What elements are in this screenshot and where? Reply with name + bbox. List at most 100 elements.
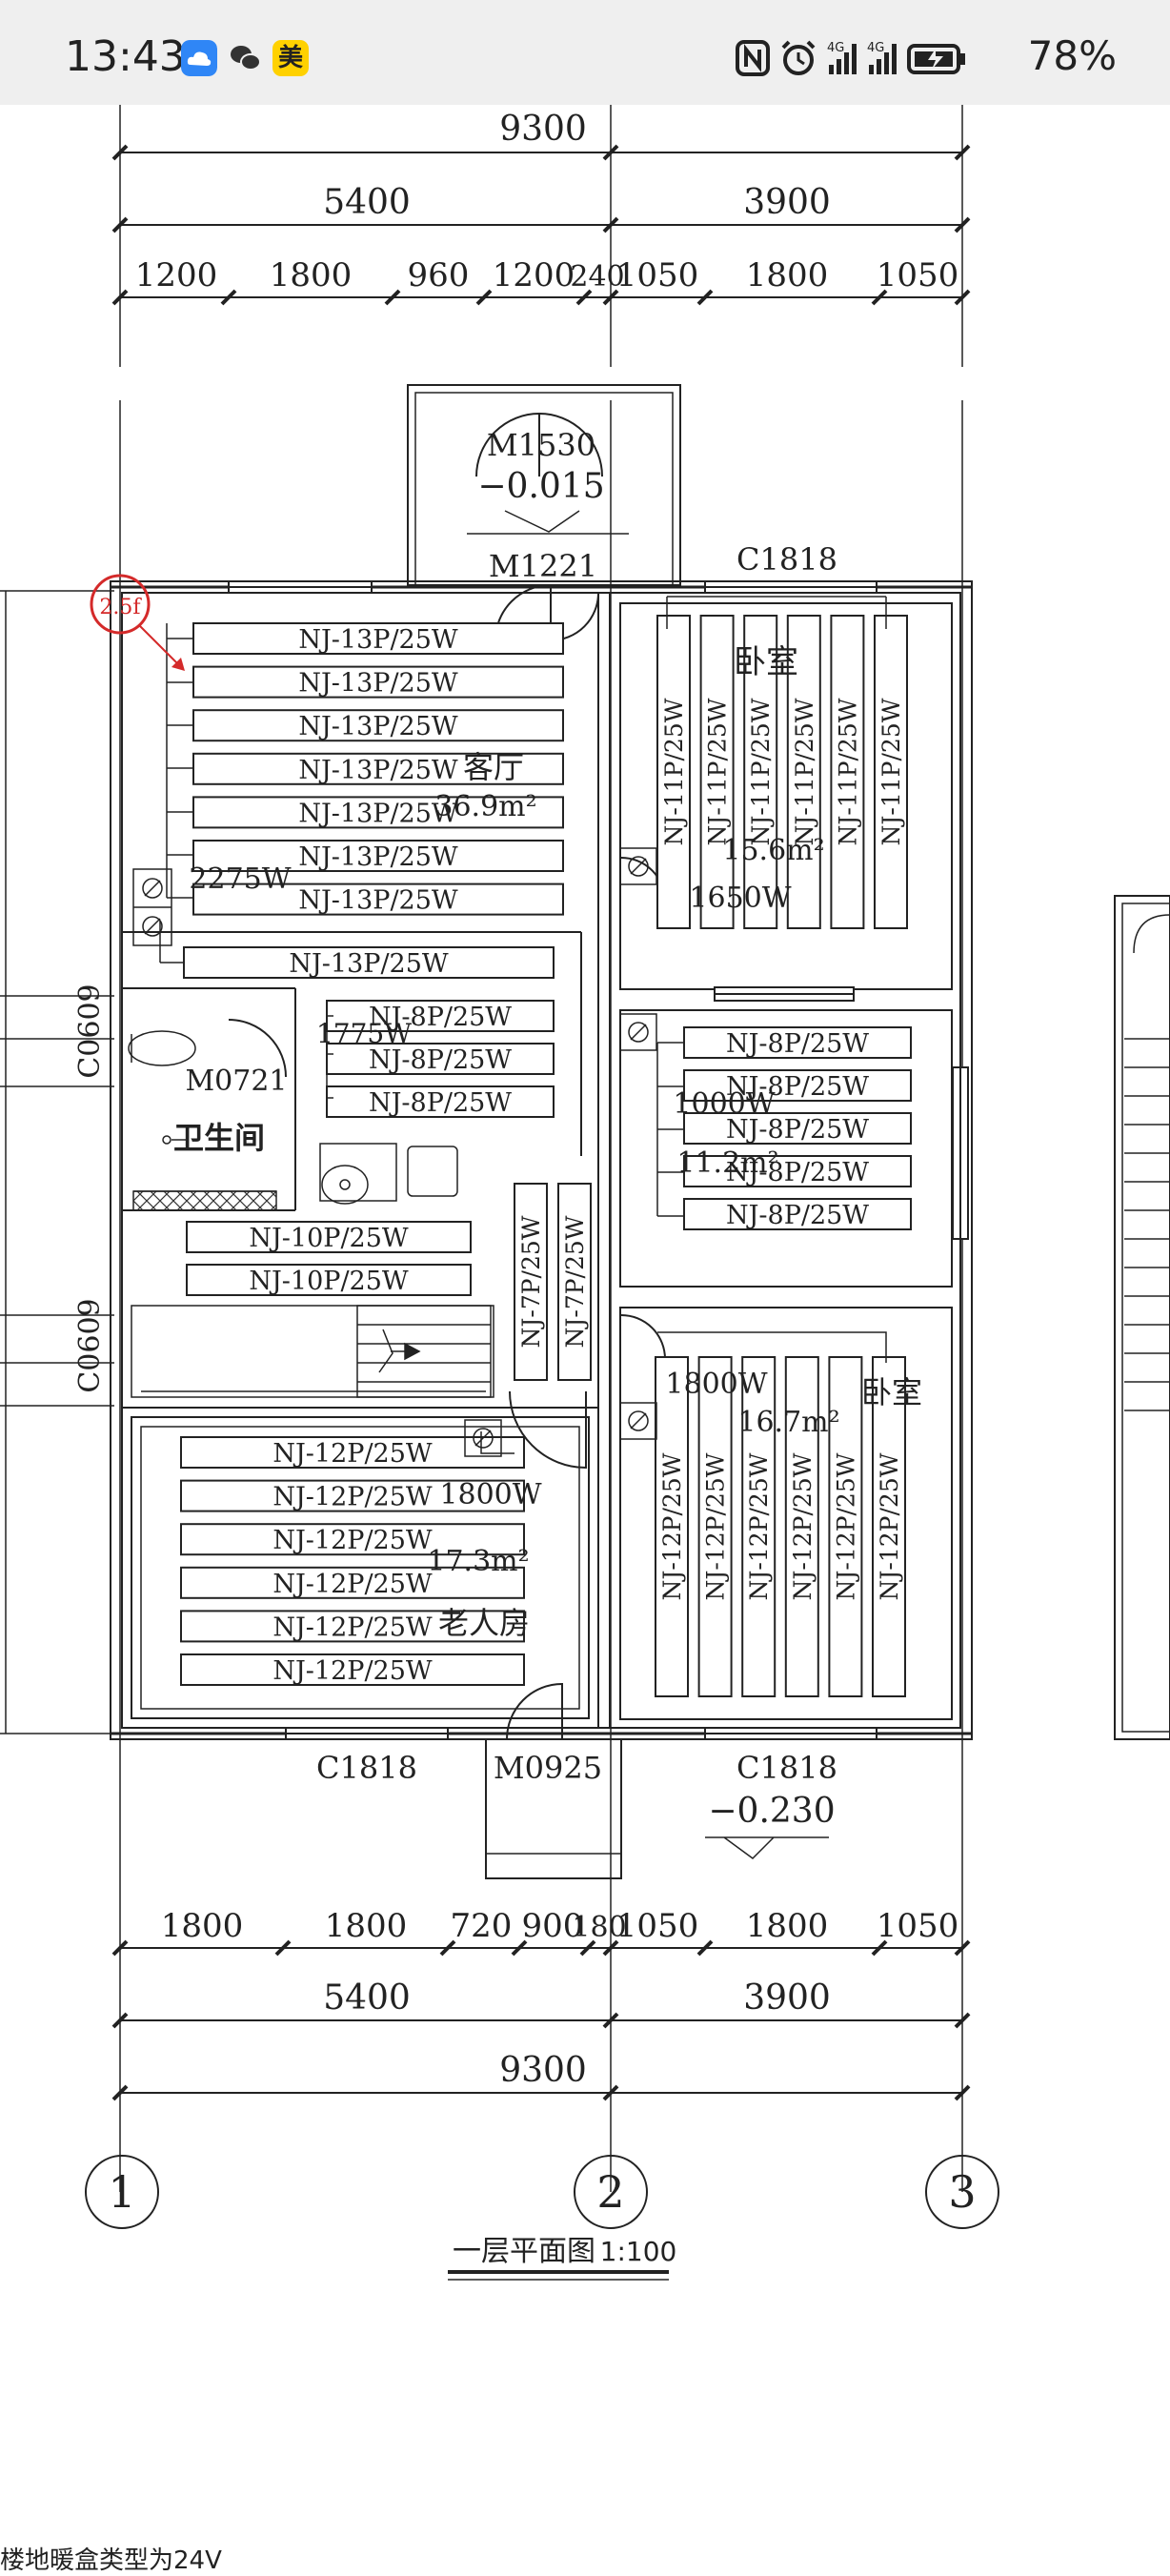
window-label: C0609 [73, 1298, 107, 1392]
room-area: 11.2m² [676, 1146, 778, 1180]
heating-panel[interactable]: NJ-7P/25W [557, 1183, 592, 1381]
walls [0, 384, 1170, 1879]
heating-panel[interactable]: NJ-13P/25W [192, 840, 564, 872]
svg-text:NJ-8P/25W: NJ-8P/25W [726, 1029, 869, 1059]
svg-text:NJ-11P/25W: NJ-11P/25W [834, 698, 861, 845]
signal-4g-icon: 4G [867, 41, 897, 74]
svg-text:NJ-13P/25W: NJ-13P/25W [298, 625, 458, 655]
heating-panel[interactable]: NJ-12P/25W [784, 1356, 819, 1697]
svg-text:NJ-12P/25W: NJ-12P/25W [876, 1452, 903, 1600]
level-label: −0.015 [477, 467, 604, 506]
room-power: 1800W [665, 1368, 767, 1401]
bottom-caption: 楼地暖盒类型为24V [0, 2546, 222, 2575]
heating-panel[interactable]: NJ-13P/25W [192, 665, 564, 699]
room-power: 1800W [439, 1478, 541, 1511]
status-indicators: 4G 4G [736, 40, 965, 76]
plan-title: 一层平面图 [453, 2235, 595, 2268]
heating-panel[interactable]: NJ-12P/25W [180, 1436, 525, 1469]
dim-segment: 1800 [325, 1907, 408, 1945]
room-power: 2275W [189, 862, 291, 896]
svg-text:NJ-7P/25W: NJ-7P/25W [561, 1215, 589, 1348]
room-name: 卫生间 [173, 1120, 265, 1156]
dim-top-left: 5400 [323, 183, 411, 222]
wechat-icon [231, 46, 261, 71]
heating-panel[interactable]: NJ-10P/25W [186, 1221, 472, 1253]
heating-panel[interactable]: NJ-12P/25W [655, 1356, 689, 1697]
heating-panel[interactable]: NJ-11P/25W [786, 615, 821, 929]
heating-panel[interactable]: NJ-12P/25W [180, 1566, 525, 1599]
svg-text:NJ-11P/25W: NJ-11P/25W [747, 698, 775, 845]
dim-segment: 1050 [877, 1907, 959, 1945]
room-power: 1000W [673, 1087, 775, 1121]
svg-text:NJ-12P/25W: NJ-12P/25W [272, 1656, 433, 1686]
room-area: 16.7m² [737, 1406, 839, 1439]
heating-panel[interactable]: NJ-12P/25W [828, 1356, 863, 1697]
heating-panel[interactable]: NJ-11P/25W [699, 615, 735, 929]
svg-text:NJ-12P/25W: NJ-12P/25W [272, 1570, 433, 1599]
cloud-app-icon [181, 40, 217, 76]
heating-panel[interactable]: NJ-12P/25W [180, 1653, 525, 1686]
heating-panel[interactable]: NJ-8P/25W [326, 1000, 555, 1032]
axis-label: 3 [948, 2166, 976, 2218]
heating-panel[interactable]: NJ-12P/25W [180, 1523, 525, 1556]
heating-panel[interactable]: NJ-8P/25W [683, 1026, 912, 1059]
window-label: C1818 [736, 541, 837, 578]
heating-panel[interactable]: NJ-10P/25W [186, 1264, 472, 1296]
room-name: 卧室 [734, 643, 798, 681]
svg-text:NJ-8P/25W: NJ-8P/25W [726, 1201, 869, 1230]
heating-panel[interactable]: NJ-12P/25W [741, 1356, 777, 1697]
room-area: 15.6m² [722, 834, 824, 867]
svg-text:NJ-13P/25W: NJ-13P/25W [298, 756, 458, 785]
svg-text:4G: 4G [827, 41, 844, 55]
room-area: 17.3m² [427, 1545, 529, 1578]
heating-panel[interactable]: NJ-12P/25W [872, 1356, 906, 1697]
heating-panel[interactable]: NJ-13P/25W [183, 946, 555, 979]
svg-text:NJ-10P/25W: NJ-10P/25W [249, 1224, 409, 1253]
heating-panel[interactable]: NJ-11P/25W [656, 615, 691, 929]
svg-text:NJ-11P/25W: NJ-11P/25W [791, 698, 818, 845]
dim-top-right: 3900 [743, 183, 831, 222]
heating-panel[interactable]: NJ-11P/25W [743, 615, 778, 929]
heating-panel[interactable]: NJ-13P/25W [192, 882, 564, 916]
marker-label: 2.5f [99, 596, 142, 619]
room-name: 客厅 [463, 749, 524, 785]
level-label: −0.230 [708, 1792, 835, 1831]
heating-panel[interactable]: NJ-8P/25W [326, 1085, 555, 1118]
svg-text:NJ-13P/25W: NJ-13P/25W [298, 886, 458, 916]
dim-segment: 240 [570, 260, 624, 294]
heating-panel[interactable]: NJ-7P/25W [514, 1183, 548, 1381]
svg-text:NJ-12P/25W: NJ-12P/25W [745, 1452, 773, 1600]
door-label: M1530 [487, 427, 595, 463]
heating-panel[interactable]: NJ-13P/25W [192, 796, 564, 829]
dim-segment: 1800 [746, 1907, 829, 1945]
signal-4g-icon: 4G [827, 41, 857, 74]
door-label: M0925 [494, 1750, 602, 1786]
dim-segment: 900 [522, 1907, 584, 1945]
heating-panel[interactable]: NJ-11P/25W [874, 615, 908, 929]
heating-panel[interactable]: NJ-13P/25W [192, 622, 564, 655]
status-bar: 13:43 美 4G 4G 78% [0, 0, 1170, 105]
nfc-icon [736, 40, 770, 76]
svg-text:NJ-12P/25W: NJ-12P/25W [272, 1439, 433, 1469]
drawing-title: 一层平面图 1:100 [448, 2235, 676, 2281]
heating-panel[interactable]: NJ-8P/25W [683, 1198, 912, 1230]
heating-panel[interactable]: NJ-13P/25W [192, 709, 564, 742]
annotation-marker[interactable]: 2.5f [90, 574, 185, 671]
svg-text:NJ-13P/25W: NJ-13P/25W [289, 949, 449, 979]
heating-panel[interactable]: NJ-8P/25W [683, 1155, 912, 1187]
heating-panel[interactable]: NJ-11P/25W [830, 615, 865, 929]
heating-panel[interactable]: NJ-8P/25W [683, 1112, 912, 1145]
dimension-lines [111, 105, 971, 2192]
heating-panel[interactable]: NJ-13P/25W [192, 752, 564, 785]
heating-panel[interactable]: NJ-12P/25W [180, 1610, 525, 1643]
heating-panel[interactable]: NJ-12P/25W [180, 1479, 525, 1512]
alarm-icon [781, 40, 816, 75]
heating-panel[interactable]: NJ-8P/25W [683, 1069, 912, 1102]
svg-text:NJ-12P/25W: NJ-12P/25W [789, 1452, 817, 1600]
heating-panel[interactable]: NJ-12P/25W [697, 1356, 733, 1697]
dim-segment: 1050 [877, 256, 959, 294]
svg-text:NJ-10P/25W: NJ-10P/25W [249, 1267, 409, 1296]
svg-text:NJ-8P/25W: NJ-8P/25W [726, 1158, 869, 1187]
heating-panel[interactable]: NJ-8P/25W [326, 1043, 555, 1075]
